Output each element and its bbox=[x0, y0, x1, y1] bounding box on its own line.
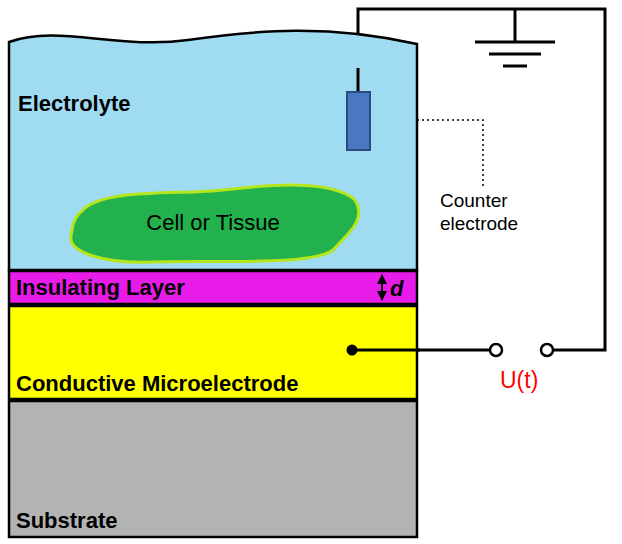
layer-name: Substrate bbox=[16, 508, 117, 533]
electrode-layer: Conductive Microelectrode bbox=[8, 305, 418, 400]
cell-blob: Cell or Tissue bbox=[63, 180, 363, 266]
signal-name: U(t) bbox=[500, 367, 538, 395]
layer-name: Conductive Microelectrode bbox=[16, 371, 298, 396]
terminal bbox=[541, 344, 553, 356]
insulating-layer-rect bbox=[9, 271, 417, 304]
substrate-layer-rect bbox=[9, 401, 417, 537]
dimension-label: d bbox=[390, 276, 403, 302]
cell-outline bbox=[71, 185, 359, 262]
insulating-layer: Insulating Layer bbox=[8, 270, 418, 305]
layer-name: Cell or Tissue bbox=[146, 210, 279, 235]
electrode-layer-rect bbox=[9, 306, 417, 399]
layer-name: Electrolyte bbox=[18, 91, 131, 116]
wire bbox=[418, 349, 490, 352]
electrolyte-outline bbox=[9, 31, 417, 270]
callout-label: Counter electrode bbox=[440, 190, 550, 236]
terminal bbox=[490, 344, 502, 356]
substrate-layer: Substrate bbox=[8, 400, 418, 538]
ground-symbol bbox=[489, 53, 541, 56]
ground-wire bbox=[514, 9, 517, 42]
electrolyte-region: ElectrolyteCell or Tissue bbox=[8, 22, 418, 270]
ground-symbol bbox=[475, 41, 555, 44]
layer-name: Insulating Layer bbox=[16, 275, 185, 300]
ground-symbol bbox=[503, 65, 527, 68]
